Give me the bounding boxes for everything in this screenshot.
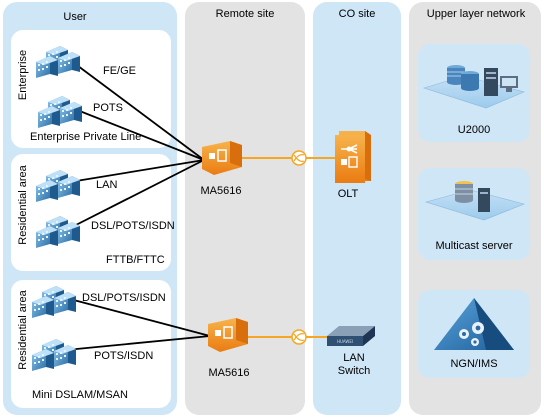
lan-switch-label-line1: LAN bbox=[343, 352, 364, 364]
label-lan: LAN bbox=[96, 179, 117, 191]
label-pots: POTS bbox=[93, 102, 123, 114]
link-pots bbox=[71, 107, 205, 161]
co-site-column bbox=[313, 2, 401, 415]
ftth-caption: FTTB/FTTC bbox=[106, 254, 165, 266]
multicast-server-label: Multicast server bbox=[435, 240, 512, 252]
switch-brand-text: HUAWEI bbox=[337, 339, 353, 344]
remote-site-header: Remote site bbox=[216, 8, 275, 20]
upper-layer-header: Upper layer network bbox=[427, 8, 526, 20]
label-dsl-pots-isdn-1: DSL/POTS/ISDN bbox=[91, 220, 175, 232]
olt-icon bbox=[335, 131, 371, 183]
user-header: User bbox=[63, 11, 87, 23]
link-lan bbox=[69, 159, 205, 183]
residential-side-label-2: Residential area bbox=[17, 289, 29, 369]
enterprise-side-label: Enterprise bbox=[17, 50, 29, 100]
link-fe-ge bbox=[69, 59, 205, 161]
optical-splice-icon-bottom bbox=[291, 329, 307, 345]
co-site-header: CO site bbox=[339, 8, 376, 20]
ma5616-top-label: MA5616 bbox=[201, 185, 242, 197]
u2000-icon bbox=[422, 65, 525, 109]
enterprise-caption: Enterprise Private Line bbox=[30, 131, 141, 143]
ngn-ims-icon bbox=[434, 298, 514, 350]
link-pots-isdn bbox=[65, 335, 211, 351]
optical-splice-icon-top bbox=[291, 150, 307, 166]
u2000-label: U2000 bbox=[458, 124, 490, 136]
link-dsl-pots-isdn-1 bbox=[69, 159, 205, 229]
label-pots-isdn: POTS/ISDN bbox=[94, 350, 153, 362]
ma5616-bottom-label: MA5616 bbox=[209, 367, 250, 379]
ma5616-bottom-icon bbox=[208, 318, 248, 352]
label-dsl-pots-isdn-2: DSL/POTS/ISDN bbox=[82, 292, 166, 304]
link-dsl-pots-isdn-2 bbox=[65, 297, 211, 337]
label-fe-ge: FE/GE bbox=[103, 65, 136, 77]
multicast-server-icon bbox=[424, 181, 525, 221]
olt-label: OLT bbox=[338, 188, 359, 200]
residential-side-label-1: Residential area bbox=[17, 164, 29, 244]
lan-switch-icon: HUAWEI bbox=[327, 326, 375, 346]
ngn-ims-label: NGN/IMS bbox=[450, 358, 497, 370]
remote-site-column bbox=[185, 2, 305, 415]
lan-switch-label-line2: Switch bbox=[338, 365, 370, 377]
msan-caption: Mini DSLAM/MSAN bbox=[32, 389, 128, 401]
ma5616-top-icon bbox=[202, 141, 242, 175]
